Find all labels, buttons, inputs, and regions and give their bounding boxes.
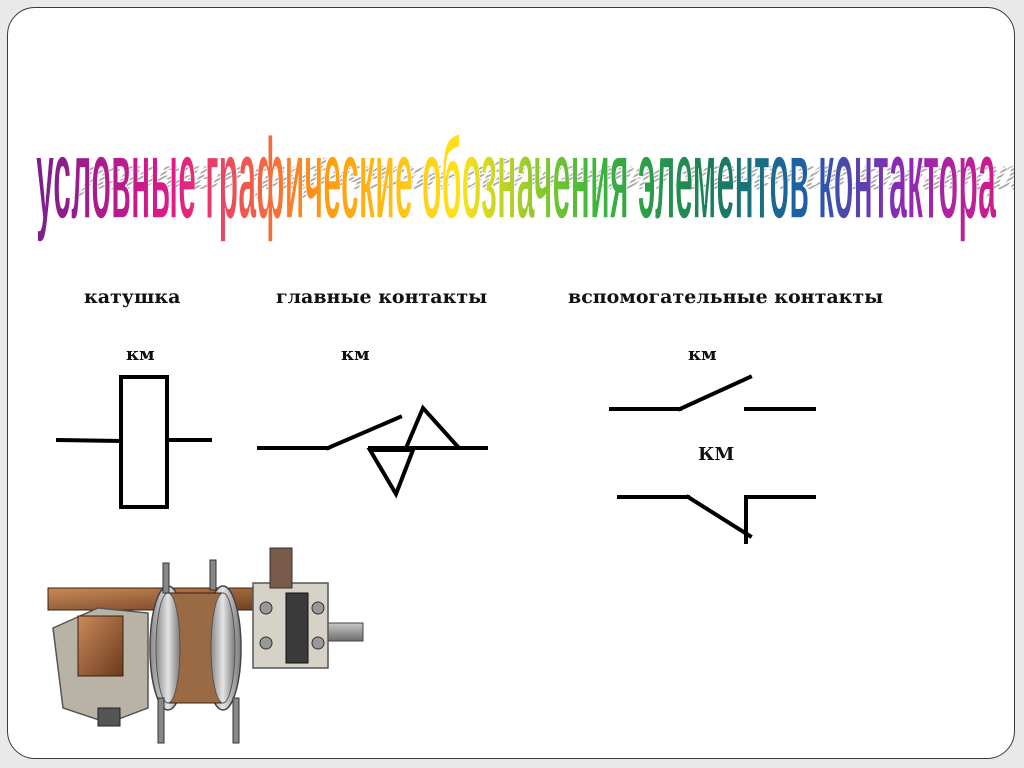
slide: условные графические обозначения элемент… bbox=[7, 7, 1015, 759]
main-contact-symbol bbox=[257, 404, 488, 499]
km-aux-no: км bbox=[688, 344, 717, 365]
title-wordart: условные графические обозначения элемент… bbox=[35, 115, 1015, 244]
symbols-layer bbox=[55, 374, 816, 544]
contactor-photo bbox=[47, 547, 364, 744]
km-aux-nc: КМ bbox=[698, 444, 735, 465]
label-aux-contacts: вспомогательные контакты bbox=[568, 286, 884, 308]
coil-symbol bbox=[55, 375, 212, 509]
label-coil: катушка bbox=[84, 286, 181, 308]
title-text: условные графические обозначения элемент… bbox=[36, 115, 996, 243]
label-main-contacts: главные контакты bbox=[276, 286, 488, 308]
km-coil: км bbox=[126, 344, 155, 365]
title-shadow: условные графические обозначения элемент… bbox=[71, 150, 1015, 198]
aux-nc-contact-symbol bbox=[617, 494, 816, 544]
aux-no-contact-symbol bbox=[609, 374, 816, 412]
km-main: км bbox=[341, 344, 370, 365]
